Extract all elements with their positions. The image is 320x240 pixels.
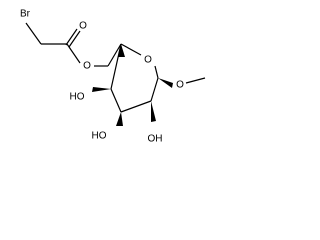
bond-c2-c3 bbox=[120, 100, 152, 113]
ester-oxygen-atom: O bbox=[83, 61, 91, 72]
c3-hydroxyl-label: HO bbox=[92, 131, 107, 142]
bond-carbonyl-double-2 bbox=[68, 30, 81, 48]
bond-ring-o-c1 bbox=[154, 65, 159, 79]
bond-c1-c2 bbox=[150, 77, 159, 102]
wedge-c1-methoxy bbox=[158, 78, 173, 88]
wedge-c2-oh bbox=[151, 101, 156, 122]
bond-ch2-c5 bbox=[107, 43, 122, 67]
bond-c3-c4 bbox=[110, 88, 122, 113]
c2-hydroxyl-label: OH bbox=[148, 134, 163, 145]
c4-hydroxyl-label: HO bbox=[70, 92, 85, 103]
molecule-diagram: Br O O O O HO HO OH bbox=[0, 0, 217, 172]
bond-carbonyl-double-1 bbox=[65, 28, 78, 46]
bromine-atom: Br bbox=[20, 9, 31, 20]
bond-c5-ring-o bbox=[120, 43, 142, 56]
wedge-c4-oh bbox=[92, 87, 111, 92]
wedge-c5-up bbox=[118, 44, 125, 57]
bond-methoxy-o-ch3 bbox=[185, 77, 206, 84]
carbonyl-oxygen-atom: O bbox=[79, 21, 87, 32]
bond-carbonyl-ester-o bbox=[66, 43, 81, 64]
bond-br-ch2 bbox=[25, 22, 42, 45]
structure-drawing: Br O O O O HO HO OH bbox=[20, 9, 206, 145]
methoxy-oxygen-atom: O bbox=[176, 80, 184, 91]
wedge-c3-oh bbox=[116, 112, 123, 126]
ring-oxygen-atom: O bbox=[144, 55, 152, 66]
